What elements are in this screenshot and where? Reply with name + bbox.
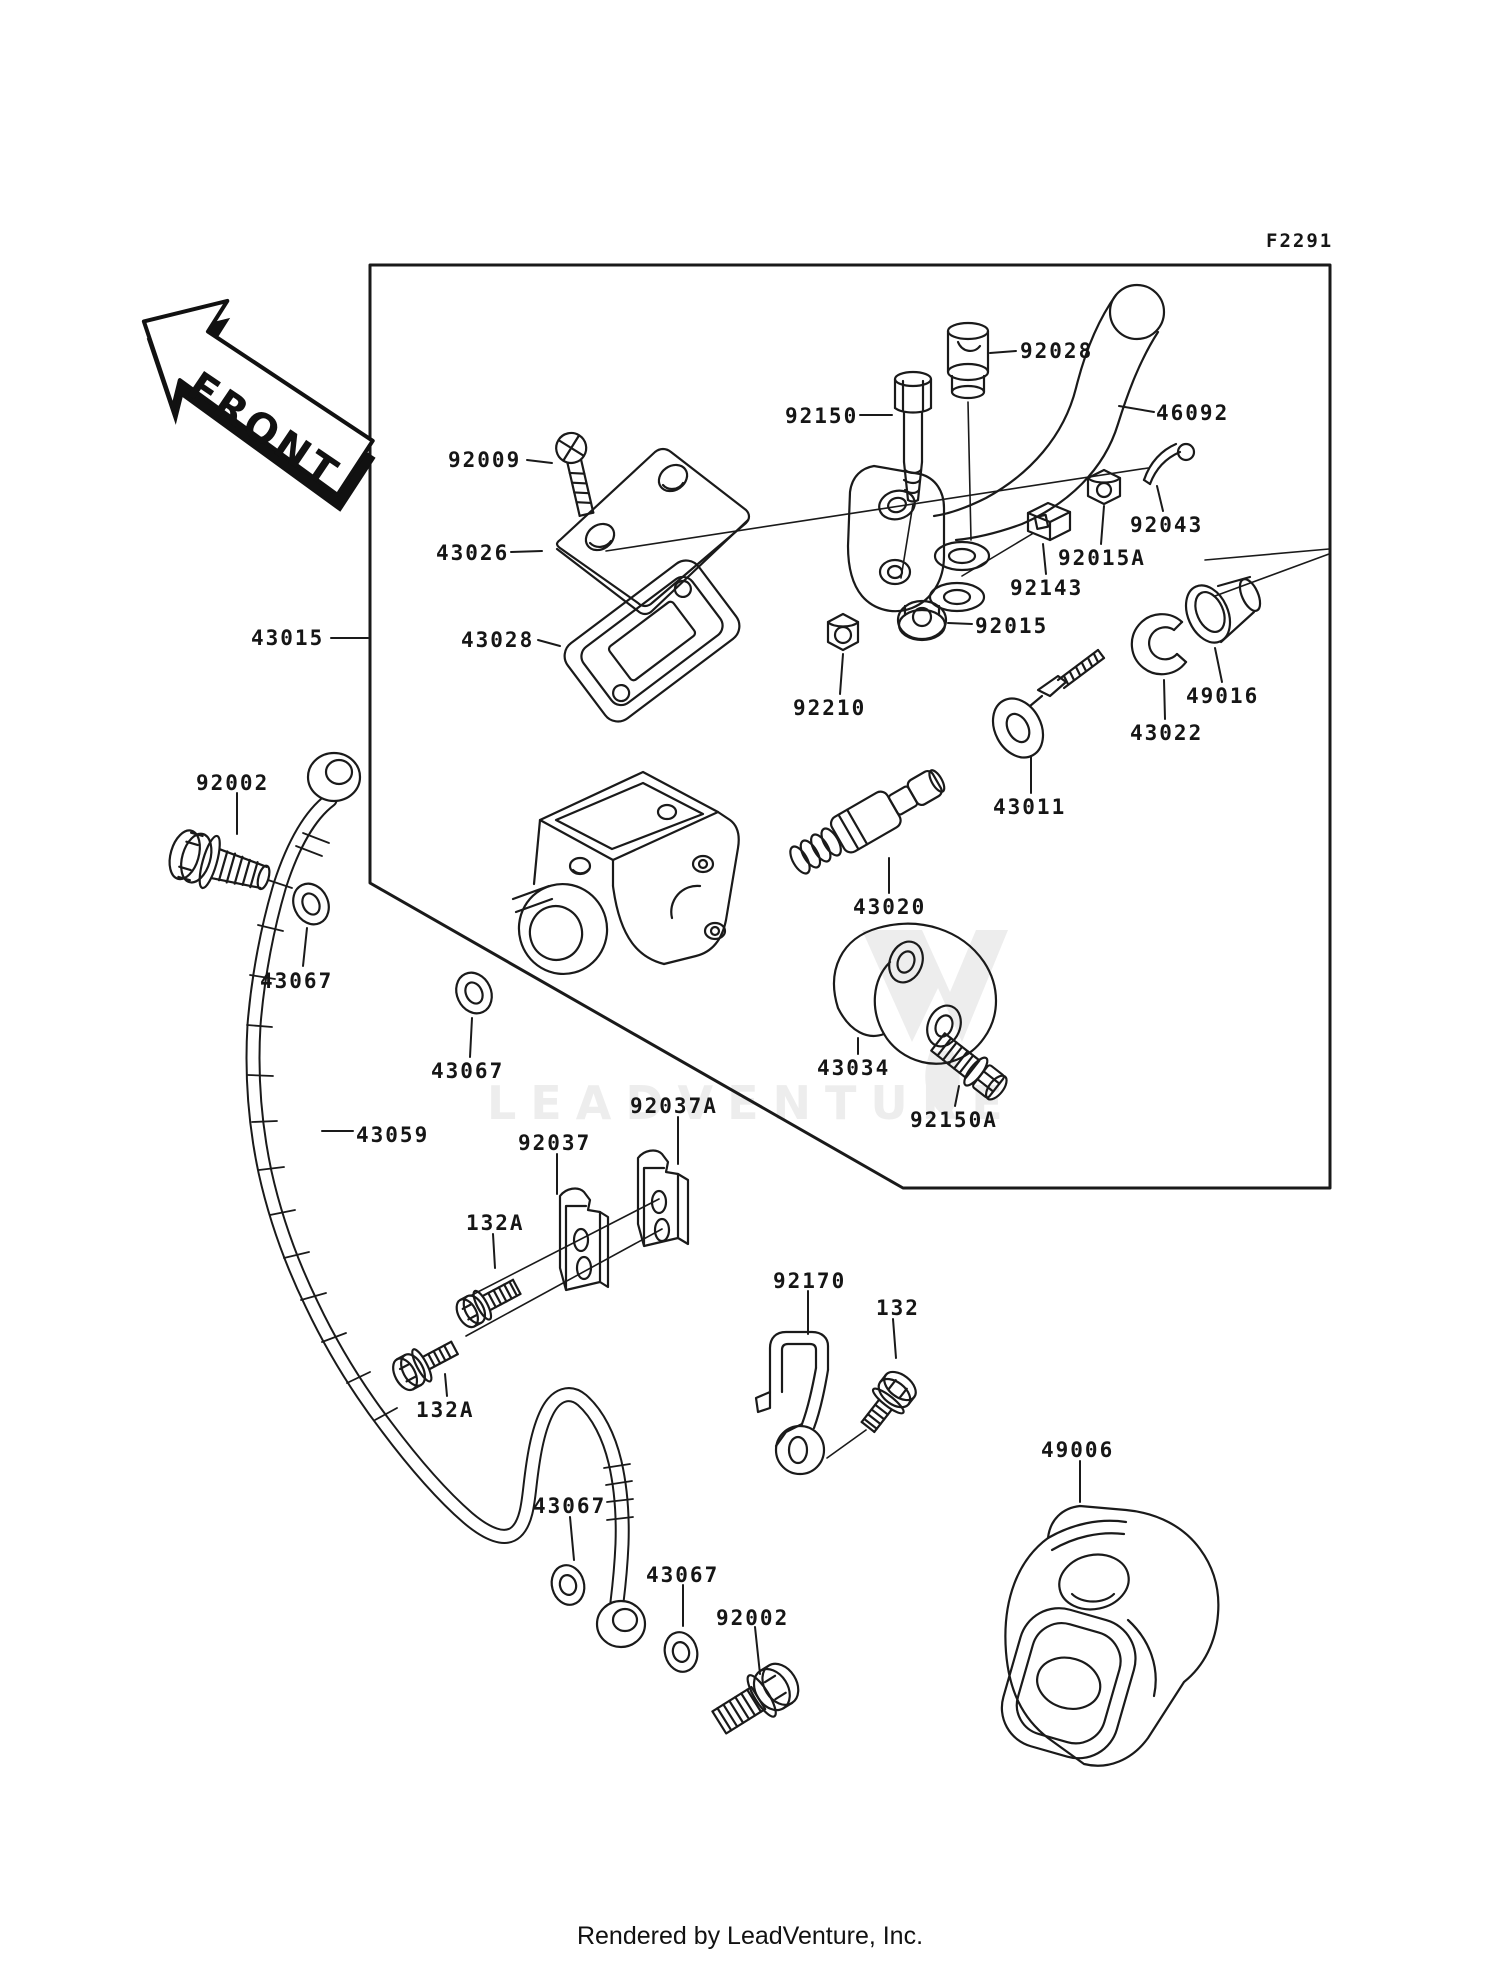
part-label-43011: 43011	[993, 795, 1067, 819]
front-arrow: FRONT	[141, 298, 376, 512]
part-label-92015a: 92015A	[1058, 546, 1146, 570]
part-washer-43067-1	[292, 882, 330, 926]
part-banjo-bolt-92002-lower	[711, 1662, 800, 1735]
part-brake-lever-46092	[846, 283, 1166, 613]
part-label-92170: 92170	[773, 1269, 847, 1293]
part-hose-guide-bracket-92170	[754, 1330, 830, 1476]
part-label-92002-2: 92002	[716, 1606, 790, 1630]
part-reservoir-diaphragm-43028	[563, 559, 741, 723]
part-reservoir-cap-screw-92009	[555, 431, 595, 517]
part-locknut-92210	[826, 612, 860, 652]
part-label-92015: 92015	[975, 614, 1049, 638]
part-piston-assembly-43020	[789, 769, 946, 875]
part-label-92043: 92043	[1130, 513, 1204, 537]
part-label-92150: 92150	[785, 404, 859, 428]
part-label-46092: 46092	[1156, 401, 1230, 425]
hose-banjo-eye-bottom	[595, 1599, 647, 1649]
part-label-92210: 92210	[793, 696, 867, 720]
part-label-43020: 43020	[853, 895, 927, 919]
leader-lines	[236, 350, 1223, 1675]
part-label-43067-4: 43067	[646, 1563, 720, 1587]
part-bolt-132a-lower	[392, 1340, 459, 1392]
part-circlip-43022	[1130, 613, 1188, 676]
part-master-cylinder-body-43015	[511, 770, 740, 976]
part-label-43022: 43022	[1130, 721, 1204, 745]
part-cotter-pin-92043	[1142, 442, 1196, 486]
part-label-92028: 92028	[1020, 339, 1094, 363]
part-trunnion-nut-92143	[1026, 501, 1072, 542]
part-clamp-bolt-92150a	[930, 1032, 1008, 1101]
part-brake-hose-43059	[245, 751, 647, 1649]
part-washer-43067-2	[455, 971, 493, 1015]
part-washer-43067-3	[550, 1564, 586, 1606]
part-hex-nut-92015a	[1086, 468, 1122, 506]
rendered-by-credit: Rendered by LeadVenture, Inc.	[576, 1922, 924, 1950]
part-pivot-bushing-92028	[946, 321, 990, 400]
figure-code: F2291	[1266, 230, 1334, 252]
part-label-92009: 92009	[448, 448, 522, 472]
part-lower-boot-49006	[1000, 1504, 1220, 1767]
part-label-49006: 49006	[1041, 1438, 1115, 1462]
part-label-92037: 92037	[518, 1131, 592, 1155]
part-flanged-nut-92015	[896, 599, 948, 642]
part-reservoir-cap-43026	[555, 447, 751, 616]
part-label-43059: 43059	[356, 1123, 430, 1147]
part-label-132a-upper: 132A	[466, 1211, 525, 1235]
part-label-132a-lower: 132A	[416, 1398, 475, 1422]
part-label-43067-3: 43067	[533, 1494, 607, 1518]
part-bolt-132a-upper	[455, 1278, 522, 1329]
part-label-43028: 43028	[461, 628, 535, 652]
part-label-49016: 49016	[1186, 684, 1260, 708]
part-label-43034: 43034	[817, 1056, 891, 1080]
part-washer-43067-4	[663, 1631, 699, 1673]
part-label-43026: 43026	[436, 541, 510, 565]
diagram-border	[368, 263, 1332, 1190]
hose-band-marks	[246, 832, 634, 1521]
part-lever-pivot-bolt-92150	[893, 370, 933, 503]
watermark-text: LEADVENTURE	[487, 1076, 1017, 1130]
part-label-92037a: 92037A	[630, 1094, 718, 1118]
part-hose-bracket-92037a	[636, 1149, 690, 1248]
part-hose-bracket-92037	[558, 1187, 610, 1292]
part-label-92002-1: 92002	[196, 771, 270, 795]
part-label-43067-1: 43067	[260, 969, 334, 993]
part-dust-boot-49016	[1184, 575, 1262, 644]
hose-banjo-eye-top	[306, 751, 362, 803]
part-label-92150a: 92150A	[910, 1108, 998, 1132]
part-push-rod-43011	[991, 648, 1106, 759]
part-label-43067-2: 43067	[431, 1059, 505, 1083]
part-bolt-132	[860, 1370, 917, 1434]
part-label-43015: 43015	[251, 626, 325, 650]
part-label-132: 132	[876, 1296, 920, 1320]
part-label-92143: 92143	[1010, 576, 1084, 600]
part-banjo-bolt-92002-upper	[168, 829, 271, 891]
part-handlebar-clamp-43034	[833, 922, 998, 1065]
